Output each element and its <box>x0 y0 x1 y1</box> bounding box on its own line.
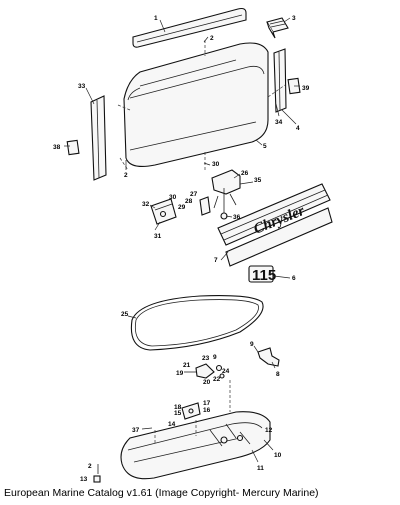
callout-37: 37 <box>132 427 140 434</box>
callout-15: 15 <box>174 410 182 417</box>
callout-23: 23 <box>202 355 210 362</box>
callout-19: 19 <box>176 370 184 377</box>
top-trim-strip <box>132 7 247 48</box>
callout-33: 33 <box>78 83 86 90</box>
image-caption: European Marine Catalog v1.61 (Image Cop… <box>4 487 319 499</box>
callout-9a: 9 <box>250 341 254 348</box>
handle-bracket <box>266 17 289 39</box>
callout-39: 39 <box>302 85 310 92</box>
top-cowl <box>123 42 269 167</box>
latch-assembly <box>211 169 241 220</box>
callout-29: 29 <box>178 204 186 211</box>
callout-13: 13 <box>80 476 88 483</box>
callout-31: 31 <box>154 233 162 240</box>
model-decal: 115 <box>248 265 276 284</box>
callout-9b: 9 <box>213 354 217 361</box>
callout-17: 17 <box>203 400 211 407</box>
callout-22: 22 <box>213 376 221 383</box>
callout-3: 3 <box>292 15 296 22</box>
callout-2c: 2 <box>88 463 92 470</box>
part-callouts: 1 2 3 33 39 34 4 38 5 2 30 26 35 30 27 2… <box>53 15 310 483</box>
right-side-bracket <box>273 48 287 113</box>
lower-latch-bracket <box>150 198 177 225</box>
callout-12: 12 <box>265 427 273 434</box>
callout-1: 1 <box>154 15 158 22</box>
bottom-left-fasteners <box>93 464 101 483</box>
callout-30b: 30 <box>169 194 177 201</box>
callout-38: 38 <box>53 144 61 151</box>
callout-10: 10 <box>274 452 282 459</box>
callout-8: 8 <box>276 371 280 378</box>
model-number-text: 115 <box>252 267 276 284</box>
callout-26: 26 <box>241 170 249 177</box>
callout-7: 7 <box>214 257 218 264</box>
callout-11: 11 <box>257 465 264 472</box>
callout-2b: 2 <box>124 172 128 179</box>
cowl-gasket <box>130 295 264 351</box>
callout-34: 34 <box>275 119 283 126</box>
callout-21: 21 <box>183 362 191 369</box>
callout-24: 24 <box>222 368 230 375</box>
small-bracket <box>181 402 201 420</box>
callout-36: 36 <box>233 214 241 221</box>
latch-hardware <box>184 363 225 379</box>
callout-28: 28 <box>185 198 193 205</box>
latch-lever <box>257 347 280 367</box>
callout-20: 20 <box>203 379 211 386</box>
hinge-bracket <box>199 196 211 216</box>
callout-2: 2 <box>210 35 214 42</box>
callout-5: 5 <box>263 143 267 150</box>
side-decal-strip: Chrysler <box>217 183 333 267</box>
callout-4: 4 <box>296 125 300 132</box>
leader-lines <box>64 17 300 463</box>
callout-30a: 30 <box>212 161 220 168</box>
left-pad <box>66 139 80 156</box>
callout-27: 27 <box>190 191 198 198</box>
callout-25: 25 <box>121 311 129 318</box>
callout-18: 18 <box>174 404 182 411</box>
bottom-cowl <box>120 411 271 480</box>
callout-6: 6 <box>292 275 296 282</box>
callout-35: 35 <box>254 177 262 184</box>
left-side-panel <box>90 95 107 181</box>
callout-16: 16 <box>203 407 211 414</box>
callout-14: 14 <box>168 421 176 428</box>
callout-32: 32 <box>142 201 150 208</box>
